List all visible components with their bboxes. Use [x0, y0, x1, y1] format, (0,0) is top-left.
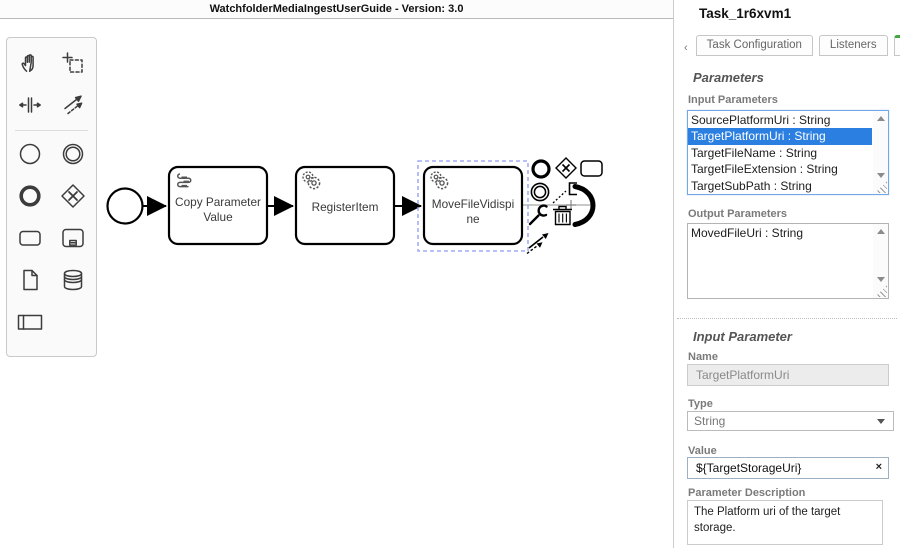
scroll-down-icon[interactable]	[876, 173, 885, 178]
parameters-heading: Parameters	[693, 70, 764, 85]
create-subprocess-button[interactable]	[52, 219, 94, 261]
input-parameters-label: Input Parameters	[688, 94, 778, 106]
clear-value-icon[interactable]: ×	[875, 461, 882, 473]
tab-input-output[interactable]: Ir	[893, 35, 900, 56]
connect-flow-icon[interactable]	[526, 233, 549, 255]
scrollbar[interactable]	[873, 224, 888, 298]
element-id-title: Task_1r6xvm1	[699, 6, 792, 21]
append-intermediate-event-icon[interactable]	[530, 182, 550, 202]
flow-segment-handle[interactable]	[566, 200, 576, 210]
tab-listeners[interactable]: Listeners	[818, 35, 888, 56]
intermediate-event-icon	[60, 141, 86, 172]
section-separator	[677, 318, 897, 319]
svg-text:Value: Value	[203, 210, 233, 224]
task-registeritem[interactable]: RegisterItem	[294, 165, 396, 246]
append-arc-icon[interactable]	[572, 184, 596, 227]
create-task-button[interactable]	[9, 219, 51, 261]
output-parameters-listbox[interactable]: MovedFileUri : String	[687, 223, 889, 299]
properties-panel: Task_1r6xvm1 ‹ Task Configuration Listen…	[673, 0, 900, 548]
start-event-icon	[17, 141, 43, 172]
start-event-shape[interactable]	[106, 187, 144, 225]
task-movefilevidispine[interactable]: MoveFileVidispi ne	[422, 165, 524, 246]
create-gateway-button[interactable]	[52, 177, 94, 219]
parameter-description-field[interactable]: The Platform uri of the target storage.	[687, 500, 883, 545]
append-text-annotation-icon[interactable]	[552, 182, 577, 204]
create-end-event-button[interactable]	[9, 177, 51, 219]
participant-icon	[16, 310, 44, 339]
gateway-xor-icon	[59, 182, 87, 215]
svg-text:RegisterItem: RegisterItem	[312, 200, 379, 214]
value-field[interactable]	[687, 457, 889, 479]
data-store-icon	[60, 267, 86, 298]
append-end-event-icon[interactable]	[531, 159, 551, 179]
service-gear-icon	[430, 171, 449, 190]
task-icon	[17, 225, 43, 256]
tab-scroll-left-icon[interactable]: ‹	[684, 42, 688, 54]
delete-trash-icon[interactable]	[553, 205, 572, 226]
hand-icon	[18, 51, 42, 80]
list-item[interactable]: TargetSubPath : String	[691, 178, 812, 193]
list-item-selected[interactable]: TargetPlatformUri : String	[688, 128, 872, 145]
space-tool-icon	[18, 93, 42, 122]
lasso-icon	[61, 51, 85, 80]
list-item[interactable]: SourcePlatformUri : String	[691, 113, 831, 127]
selection-outline	[417, 160, 529, 252]
create-participant-button[interactable]	[9, 303, 51, 345]
end-event-icon	[17, 183, 43, 214]
scrollbar[interactable]	[873, 111, 888, 194]
type-select-value: String	[694, 414, 726, 428]
panel-tabs: ‹ Task Configuration Listeners Ir ›	[682, 34, 900, 56]
hand-tool-button[interactable]	[9, 44, 51, 86]
context-pad	[526, 157, 603, 255]
diagram-titlebar: WatchfolderMediaIngestUserGuide - Versio…	[0, 0, 673, 19]
create-start-event-button[interactable]	[9, 135, 51, 177]
name-label: Name	[688, 351, 718, 363]
connect-tool-icon	[61, 93, 85, 122]
subprocess-icon	[60, 225, 86, 256]
data-object-icon	[18, 268, 42, 297]
append-task-icon[interactable]	[580, 160, 603, 177]
chevron-down-icon	[877, 419, 885, 424]
type-select[interactable]: String	[687, 411, 894, 431]
script-icon	[177, 173, 192, 188]
value-field-wrap: ×	[687, 457, 889, 479]
append-gateway-icon[interactable]	[555, 157, 577, 179]
task-copy-parameter-value[interactable]: Copy Parameter Value	[167, 165, 269, 246]
scroll-up-icon[interactable]	[876, 116, 885, 121]
svg-text:MoveFileVidispi: MoveFileVidispi	[432, 197, 514, 211]
parameter-description-label: Parameter Description	[688, 487, 806, 499]
type-label: Type	[688, 398, 713, 410]
output-parameters-label: Output Parameters	[688, 208, 788, 220]
create-data-object-button[interactable]	[9, 261, 51, 303]
bpmn-canvas[interactable]: Copy Parameter Value RegisterItem	[0, 0, 673, 548]
value-label: Value	[688, 445, 717, 457]
global-connect-tool-button[interactable]	[52, 86, 94, 128]
input-parameters-listbox[interactable]: SourcePlatformUri : String TargetPlatfor…	[687, 110, 889, 195]
scroll-down-icon[interactable]	[876, 277, 885, 282]
create-intermediate-event-button[interactable]	[52, 135, 94, 177]
input-parameter-heading: Input Parameter	[693, 329, 792, 344]
palette-separator	[15, 130, 88, 131]
scroll-up-icon[interactable]	[876, 229, 885, 234]
list-item[interactable]: MovedFileUri : String	[691, 226, 804, 240]
tab-task-configuration[interactable]: Task Configuration	[695, 35, 813, 56]
svg-text:ne: ne	[466, 212, 480, 226]
data-store-icon-button[interactable]	[52, 261, 94, 303]
list-item[interactable]: TargetFileName : String	[691, 145, 818, 160]
lasso-tool-button[interactable]	[52, 44, 94, 86]
name-field	[687, 364, 889, 386]
change-type-wrench-icon[interactable]	[528, 204, 548, 226]
tool-palette	[6, 37, 97, 357]
space-tool-button[interactable]	[9, 86, 51, 128]
svg-text:Copy Parameter: Copy Parameter	[175, 195, 261, 209]
list-item[interactable]: TargetFileExtension : String	[691, 162, 838, 177]
diagram-title: WatchfolderMediaIngestUserGuide - Versio…	[209, 3, 464, 15]
